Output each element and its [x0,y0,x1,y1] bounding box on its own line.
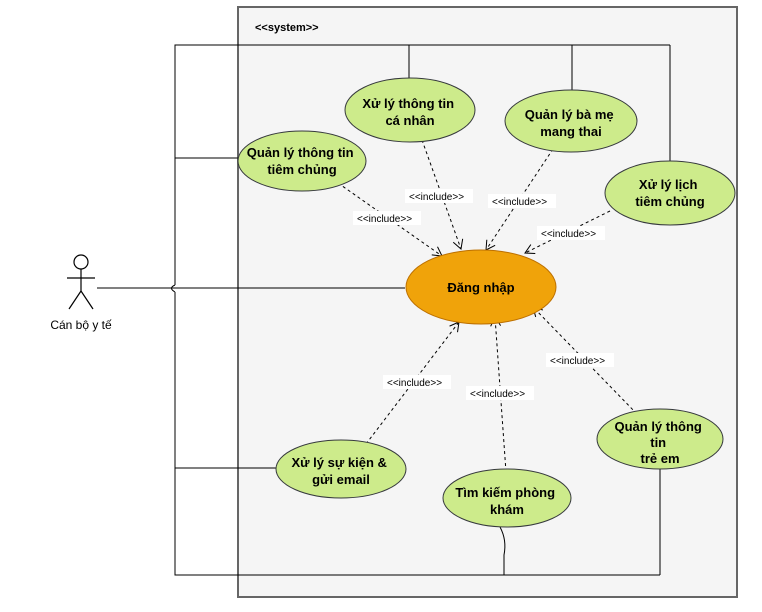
system-title: <<system>> [255,22,319,34]
use-case-child-info-line-1: Quản lý thông [614,419,701,434]
include-label-child-info: <<include>> [550,356,605,367]
actor-head [73,254,89,270]
use-case-child-info-line-3: trẻ em [640,451,679,466]
use-case-login-label: Đăng nhập [447,280,514,295]
use-case-login[interactable]: Đăng nhập [405,249,557,325]
use-case-vaccination-info-line-2: tiêm chủng [267,162,336,177]
actor-name: Cán bộ y tế [50,318,112,332]
use-case-events-email-line-2: gửi email [312,472,370,487]
svg-text:Tìm kiếm phòng khám: Tìm kiếm phòng khám [455,485,558,517]
actor-left-leg [68,290,82,310]
include-arrow-personal-info [421,139,464,250]
use-case-vaccination-info-line-1: Quản lý thông tin [247,145,354,160]
svg-text:Xử lý lịch tiêm chủng: Xử lý lịch tiêm chủng [635,177,704,209]
use-case-events-email[interactable]: Xử lý sự kiện & gửi email [275,439,407,499]
use-case-child-info[interactable]: Quản lý thông tin trẻ em [596,408,724,470]
use-case-schedule[interactable]: Xử lý lịch tiêm chủng [604,160,736,226]
include-labels: <<include>> <<include>> <<include>> <<in… [353,189,614,400]
include-label-mothers: <<include>> [492,197,547,208]
include-arrow-schedule [524,210,611,254]
bracket-tip [171,284,176,293]
include-label-schedule: <<include>> [541,229,596,240]
use-case-personal-info-line-2: cá nhân [385,113,434,128]
use-case-personal-info[interactable]: Xử lý thông tin cá nhân [344,77,476,143]
use-case-schedule-line-2: tiêm chủng [635,194,704,209]
actor-health-officer[interactable] [67,254,95,310]
use-case-schedule-line-1: Xử lý lịch [639,177,698,192]
use-case-mothers[interactable]: Quản lý bà mẹ mang thai [504,89,638,153]
include-arrow-events-email [365,321,460,445]
include-label-events-email: <<include>> [387,378,442,389]
use-case-events-email-line-1: Xử lý sự kiện & [291,455,386,470]
use-case-child-info-line-2: tin [650,435,666,450]
use-case-clinic-search-line-2: khám [490,502,524,517]
include-arrow-clinic-search [490,315,507,473]
include-label-vaccination-info: <<include>> [357,214,412,225]
use-case-mothers-line-2: mang thai [540,124,601,139]
use-case-clinic-search[interactable]: Tìm kiếm phòng khám [442,468,572,528]
include-label-personal-info: <<include>> [409,192,464,203]
use-case-mothers-line-1: Quản lý bà mẹ [525,107,614,122]
svg-text:Xử lý sự kiện & gửi emai: Xử lý sự kiện & gửi email [291,455,390,487]
left-bracket [174,44,178,576]
use-case-vaccination-info[interactable]: Quản lý thông tin tiêm chủng [237,130,367,192]
actor-right-leg [80,290,94,310]
svg-text:Quản lý thông tin tiêm c: Quản lý thông tin tiêm chủng [247,145,358,177]
association-clinic-search [499,526,506,575]
svg-text:Quản lý bà mẹ mang thai: Quản lý bà mẹ mang thai [525,107,618,139]
include-label-clinic-search: <<include>> [470,389,525,400]
association-lines [97,44,671,576]
use-case-personal-info-line-1: Xử lý thông tin [362,96,454,111]
svg-text:Xử lý thông tin cá nhân: Xử lý thông tin cá nhân [362,96,457,128]
use-case-clinic-search-line-1: Tìm kiếm phòng [455,485,555,500]
svg-text:Quản lý thông tin: Quản lý thông tin trẻ em [614,419,705,466]
